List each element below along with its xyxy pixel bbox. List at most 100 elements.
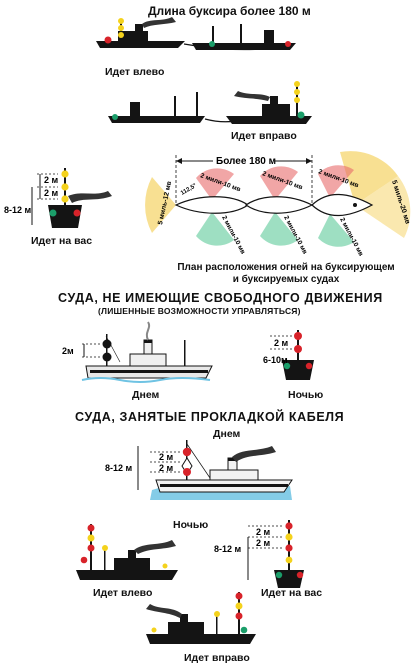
rigging (186, 443, 211, 479)
smoke-icon (234, 91, 270, 101)
funnel-band (228, 458, 237, 461)
superstructure (114, 558, 150, 570)
tug-cabin (118, 31, 148, 41)
towed-house (264, 30, 274, 43)
starboard-sidelight-icon (275, 571, 283, 579)
masthead-light-icon (214, 611, 220, 617)
towed-mast (174, 96, 176, 117)
towed-hull (192, 43, 296, 50)
ship-mast (184, 340, 186, 366)
masthead-light-icon (118, 32, 124, 38)
cable-night-caption: Ночью (173, 519, 209, 531)
nuc-day-group: 2м (62, 321, 213, 383)
tow-toward-group: 2 м 2 м 8-12 м (4, 168, 112, 228)
red-light-icon (235, 592, 243, 600)
ship-mast (216, 612, 218, 634)
tug-outline (311, 193, 374, 217)
black-ball-icon (102, 339, 112, 349)
white-light-icon (235, 602, 243, 610)
red-light-icon (87, 544, 95, 552)
masthead-light-icon (294, 89, 300, 95)
masthead-light-icon (294, 97, 300, 103)
smoke-icon (134, 540, 176, 554)
port-sidelight-icon (73, 209, 81, 217)
cable-heading: СУДА, ЗАНЯТЫЕ ПРОКЛАДКОЙ КАБЕЛЯ (75, 410, 345, 424)
tug-hull (226, 116, 312, 124)
cable-night-toward-group: 2 м 2 м 8-12 м (214, 520, 304, 588)
arc-angle-label: 112,5° (180, 183, 198, 197)
dim-2m-label: 2 м (256, 527, 271, 537)
masthead-light-icon (118, 25, 124, 31)
tug-bow (48, 205, 82, 228)
sternlight-icon (151, 627, 157, 633)
dim-8-12m-label: 8-12 м (105, 463, 133, 473)
plan-caption: План расположения огней на буксирующем и… (166, 262, 406, 286)
top-toward-caption: Идет на вас (31, 235, 93, 247)
starboard-sidelight-icon (297, 111, 305, 119)
towed-hull (108, 116, 205, 123)
masthead-light-icon (61, 183, 69, 191)
label-bg (213, 153, 275, 166)
masthead-light-icon (61, 195, 69, 203)
ship-funnel (128, 550, 136, 558)
starboard-sidelight-icon (49, 209, 57, 217)
dim-2m-label: 2 м (274, 338, 289, 348)
red-light-icon (285, 544, 293, 552)
sternlight-icon (162, 563, 168, 569)
superstructure (129, 353, 167, 367)
tow-left-group (96, 17, 296, 51)
smoke-icon (145, 321, 151, 341)
white-light-icon (285, 533, 293, 541)
port-sidelight-icon (104, 36, 112, 44)
nuc-subheading: (ЛИШЕННЫЕ ВОЗМОЖНОСТИ УПРАВЛЯТЬСЯ) (98, 306, 301, 316)
mast (297, 330, 299, 380)
white-light-icon (87, 534, 95, 542)
starboard-sidelight-icon (209, 41, 215, 47)
superstructure (168, 622, 204, 634)
port-sidelight-icon (296, 571, 304, 579)
red-light-icon (285, 522, 293, 530)
nuc-night-caption: Ночью (288, 389, 324, 401)
port-sidelight-icon (80, 556, 88, 564)
tug-funnel (135, 24, 143, 32)
red-sector (260, 166, 298, 200)
hull-band (90, 370, 208, 373)
plan-distance-label: Более 180 м (216, 156, 276, 167)
funnel-band (144, 340, 152, 343)
ship-funnel (180, 614, 188, 622)
smoke-icon (142, 17, 176, 28)
dim-8-12m-label: 8-12 м (214, 544, 242, 554)
cable-night-left-group (76, 524, 178, 580)
masthead-arc (340, 151, 398, 205)
mast (64, 168, 66, 218)
dim-2m-label: 2 м (159, 463, 174, 473)
green-sector (196, 212, 234, 246)
hull-band (160, 484, 288, 487)
towed-vessel-outline (174, 196, 250, 214)
red-light-icon (294, 332, 302, 340)
towed-house (130, 102, 140, 116)
tug-funnel (270, 96, 278, 105)
dim-2m-label: 2м (62, 346, 74, 356)
smoke-icon (146, 604, 182, 618)
black-ball-icon (102, 352, 112, 362)
tug-cabin (262, 104, 290, 116)
tug-hull (96, 41, 185, 48)
sternlight-arc (145, 177, 176, 233)
red-ball-icon (183, 468, 191, 476)
towed-mast (196, 92, 198, 117)
masthead-light-icon (294, 81, 300, 87)
red-light-icon (294, 345, 302, 353)
cable-day-caption: Днем (213, 428, 241, 440)
dim-2m-label: 2 м (44, 175, 59, 185)
towed-vessel-outline (244, 196, 314, 214)
red-light-icon (235, 612, 243, 620)
nuc-night-group: 2 м 6-10м (263, 330, 314, 380)
plan-arcs-group: Более 180 м 5 миль-12 мв 2 мили-10 мв 2 … (145, 151, 411, 257)
ship-mast (106, 334, 108, 366)
smoke-icon (68, 191, 112, 203)
ship-hull (76, 570, 178, 580)
plan-caption-line2: и буксируемых судах (232, 274, 340, 285)
red-light-icon (87, 524, 95, 532)
